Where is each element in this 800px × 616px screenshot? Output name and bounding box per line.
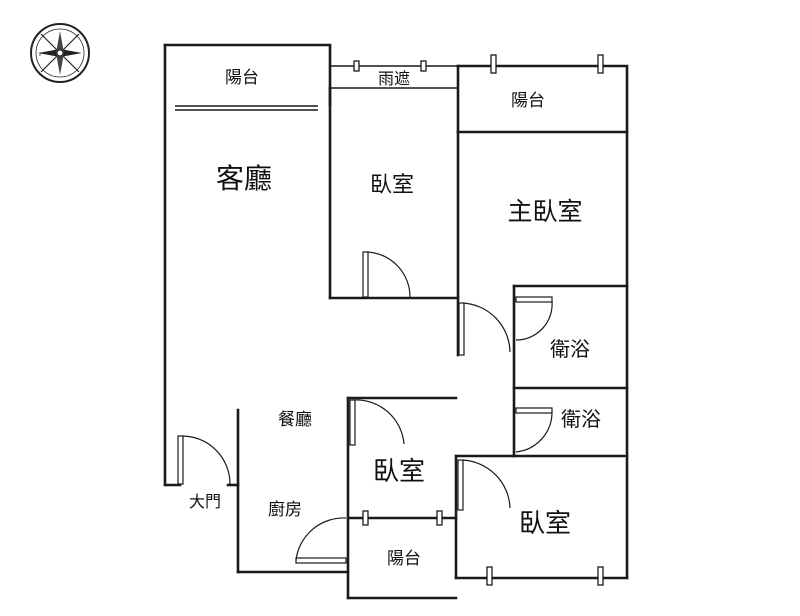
balcony-top-right-label: 陽台 (511, 91, 545, 111)
rain-shelter-label: 雨遮 (378, 69, 410, 88)
master-bedroom-door (458, 302, 511, 356)
balcony-bottom-label: 陽台 (387, 549, 421, 569)
svg-text:z: z (39, 52, 41, 57)
bedroom-bottom-right-label: 臥室 (519, 509, 571, 539)
bedroom-center-door (362, 251, 411, 298)
bathroom-lower-label: 衛浴 (561, 407, 601, 431)
balcony-top-left-label: 陽台 (225, 68, 259, 88)
kitchen-door (295, 517, 347, 564)
kitchen-label: 廚房 (268, 499, 302, 520)
master-bedroom-label: 主臥室 (507, 197, 582, 226)
doors (177, 251, 553, 564)
walls (163, 43, 629, 600)
window-posts (353, 54, 604, 586)
bedroom-small-door (349, 399, 405, 446)
main-door-label: 大門 (189, 492, 221, 511)
bedroom-bottom-right-door (457, 459, 511, 511)
bathroom-lower-door (515, 407, 553, 453)
bedroom-small-label: 臥室 (373, 457, 425, 487)
bathroom-upper-label: 衛浴 (550, 337, 590, 361)
bathroom-upper-door (515, 296, 553, 341)
main-door-swing (177, 435, 231, 485)
dining-room-label: 餐廳 (278, 410, 312, 430)
bedroom-center-label: 臥室 (370, 173, 414, 198)
living-room-label: 客廳 (216, 162, 272, 195)
compass-rose-icon: z (30, 23, 90, 83)
